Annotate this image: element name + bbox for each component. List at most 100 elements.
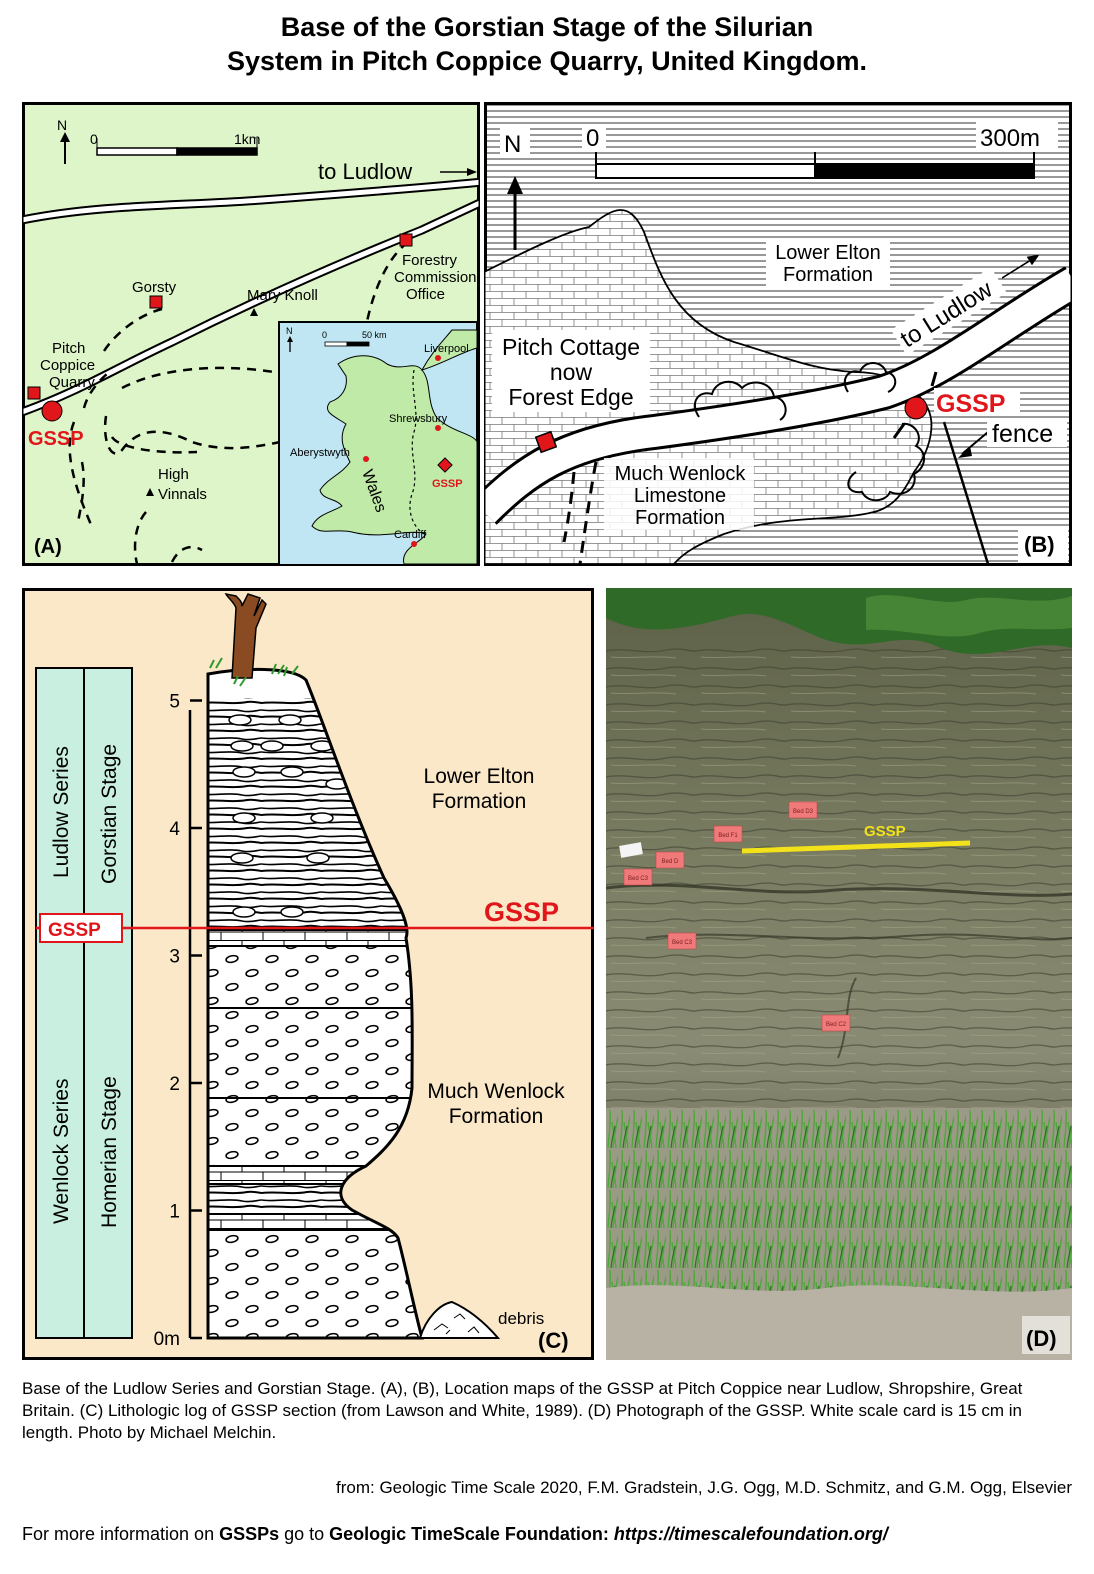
bed-card <box>655 851 685 869</box>
much-wenlock-label-1: Much Wenlock <box>615 463 747 485</box>
gorstian-stage-label: Gorstian Stage <box>98 744 121 884</box>
lower-elton-label-2: Formation <box>783 264 873 286</box>
gssp-label: GSSP <box>28 428 84 450</box>
scale-end-label: 1km <box>234 131 260 147</box>
bed-card-label: Bed C3 <box>672 940 693 946</box>
pitch-cottage-label-2: now <box>550 359 593 385</box>
title-line-1: Base of the Gorstian Stage of the Siluri… <box>280 12 814 42</box>
grass-foreground <box>606 1108 1072 1308</box>
panel-d-label: (D) <box>1026 1326 1057 1351</box>
road <box>485 268 1071 523</box>
inset-north-label: N <box>286 326 293 336</box>
bed-card <box>821 1014 851 1032</box>
much-wenlock-outcrop <box>485 209 933 565</box>
bed-card-label: Bed F1 <box>718 833 738 839</box>
gssp-label: GSSP <box>864 823 906 840</box>
inset-liverpool: Liverpool <box>424 343 469 355</box>
debris-label: debris <box>498 1309 544 1328</box>
bed-card <box>713 825 743 843</box>
section-column <box>208 669 422 1338</box>
footer-url-link[interactable]: https://timescalefoundation.org/ <box>608 1524 888 1544</box>
panel-b-site-map: 0 300m N Lower Elton Formation to Ludlow… <box>484 102 1072 566</box>
forestry-label-3: Office <box>406 286 445 303</box>
rock-strata <box>606 648 1072 1168</box>
bed-card <box>788 801 818 819</box>
depth-tick-label: 3 <box>169 947 180 968</box>
bed-card-label: Bed D3 <box>793 809 814 815</box>
forestry-label-2: Commission <box>394 269 477 286</box>
panel-c-label: (C) <box>538 1328 569 1353</box>
panel-c-lithologic-log: Ludlow Series Gorstian Stage Wenlock Ser… <box>22 588 594 1360</box>
quarry-label-2: Coppice <box>40 357 95 374</box>
quarry-label-3: Quarry <box>49 374 95 391</box>
tree-icon <box>224 592 267 679</box>
bed-card-label: Bed C2 <box>826 1022 847 1028</box>
fence-line <box>942 421 990 565</box>
lower-elton-label-1: Lower Elton <box>775 242 881 264</box>
gssp-right-label: GSSP <box>484 897 559 927</box>
panel-a-label: (A) <box>34 536 62 558</box>
inset-aberystwyth: Aberystwyth <box>290 447 350 459</box>
gorsty-marker <box>149 295 163 309</box>
gssp-dot <box>41 400 63 422</box>
footer-gssps: GSSPs <box>219 1524 280 1544</box>
scale-end-label: 300m <box>980 125 1040 152</box>
quarry-label-1: Pitch <box>52 340 85 357</box>
gssp-left-box <box>39 913 123 943</box>
main-road <box>23 177 479 417</box>
series-column <box>35 667 85 1339</box>
much-wenlock-label-3: Formation <box>635 507 725 529</box>
footer: For more information on GSSPs go to Geol… <box>22 1524 888 1545</box>
gssp-dot <box>904 396 928 420</box>
footer-prefix: For more information on <box>22 1524 220 1544</box>
to-ludlow-label: to Ludlow <box>318 159 412 184</box>
mary-knoll-label: Mary Knoll <box>247 287 318 304</box>
north-arrow-icon <box>60 132 70 142</box>
inset-scale-start: 0 <box>322 330 327 340</box>
gssp-left-label: GSSP <box>48 920 101 941</box>
inset-shrewsbury: Shrewsbury <box>389 413 448 425</box>
inset-cardiff: Cardiff <box>394 529 427 541</box>
depth-tick-label: 5 <box>169 692 180 713</box>
inset-scale-end: 50 km <box>362 330 387 340</box>
north-label: N <box>504 131 521 158</box>
gorsty-label: Gorsty <box>132 279 177 296</box>
much-wenlock-label-1: Much Wenlock <box>427 1080 565 1103</box>
quarry-marker <box>27 386 41 400</box>
north-arrow-icon <box>507 176 523 194</box>
page-title: Base of the Gorstian Stage of the Siluri… <box>0 10 1094 78</box>
title-line-2: System in Pitch Coppice Quarry, United K… <box>226 46 868 76</box>
fence-label: fence <box>992 420 1053 448</box>
bed-card <box>623 868 653 886</box>
high-vinnals-triangle-icon <box>146 488 154 496</box>
wenlock-series-label: Wenlock Series <box>50 1078 73 1224</box>
gssp-line <box>741 840 971 854</box>
depth-tick-label: 0m <box>154 1329 180 1350</box>
grass-icon <box>209 657 299 687</box>
great-britain-land <box>311 355 478 565</box>
high-vinnals-label-2: Vinnals <box>158 486 207 503</box>
inset-map: N 0 50 km Liverpool Shrewsbury Aberystwy… <box>278 321 478 565</box>
depth-tick-label: 1 <box>169 1202 180 1223</box>
much-wenlock-label-2: Formation <box>449 1105 544 1128</box>
tree-icon <box>693 380 787 421</box>
scale-start-label: 0 <box>586 125 599 152</box>
figure-caption: Base of the Ludlow Series and Gorstian S… <box>22 1379 1023 1442</box>
much-wenlock-label-2: Limestone <box>634 485 726 507</box>
lower-elton-label-1: Lower Elton <box>424 765 535 788</box>
pitch-cottage-label-3: Forest Edge <box>508 384 633 410</box>
scale-card <box>619 842 643 858</box>
stage-column <box>83 667 133 1339</box>
panel-a-location-map: N 0 1km to Ludlow <box>22 102 480 566</box>
scale-start-label: 0 <box>90 131 98 147</box>
panel-b-label: (B) <box>1024 532 1055 557</box>
lower-elton-label-2: Formation <box>432 790 527 813</box>
track-lines <box>68 241 409 565</box>
cottage-marker <box>534 430 558 454</box>
depth-tick-label: 4 <box>169 819 180 840</box>
north-label: N <box>57 117 67 133</box>
bed-card-label: Bed C3 <box>628 876 649 882</box>
